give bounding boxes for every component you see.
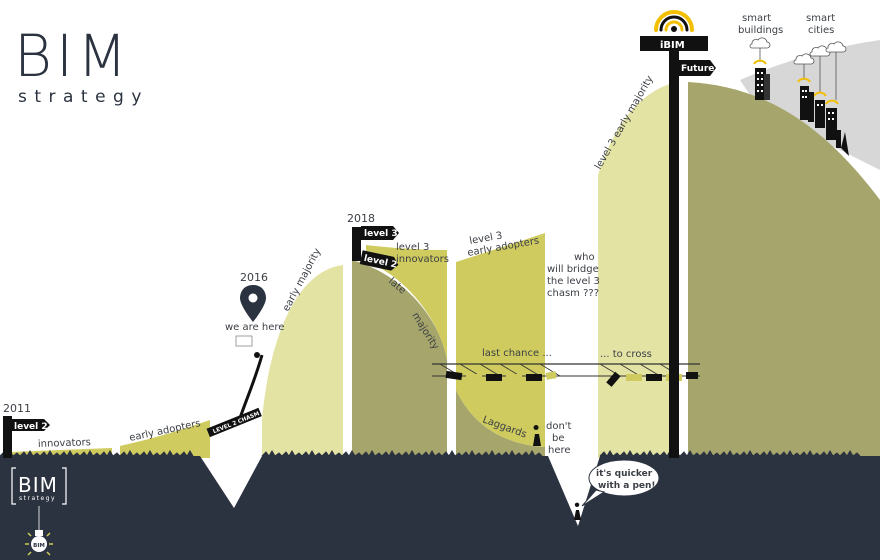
wifi-building-icon <box>753 59 767 65</box>
bulb-text: BIM <box>33 543 45 549</box>
adoption-curve <box>10 82 880 458</box>
segment-late-majority <box>352 260 447 458</box>
speech-bubble-tail <box>581 489 606 507</box>
small-flag <box>235 335 253 347</box>
who-line-4: chasm ??? <box>547 288 599 299</box>
who-line-1: who <box>574 252 595 263</box>
chasm-plank <box>206 407 262 438</box>
segment-laggards <box>456 390 545 458</box>
label-to-cross: ... to cross <box>600 349 652 360</box>
tower-1-b <box>764 74 770 100</box>
bim-logo: BIM strategy <box>14 22 149 107</box>
small-logo-bracket-left <box>11 467 16 505</box>
smart-cities: smart cities <box>793 13 849 156</box>
marker-2016: 2016 we are here <box>225 271 284 347</box>
year-2018: 2018 <box>347 212 375 225</box>
dont-be-here: don't be here <box>533 421 581 520</box>
ground <box>0 456 880 560</box>
sign-level3-2018-text: level 3 <box>364 229 398 239</box>
logo-title: BIM <box>14 22 131 90</box>
sign-future <box>679 60 716 76</box>
label-level3-innovators-1: level 3 <box>396 242 429 253</box>
tower-1 <box>755 68 766 100</box>
small-logo-title: BIM <box>18 473 58 497</box>
speech-bubble: it's quicker with a pen! <box>581 459 660 507</box>
post-2018: 2018 level 3 level 2 <box>347 212 399 271</box>
smart-buildings-line-1: smart <box>742 13 771 24</box>
dont-line-2: be <box>552 433 565 444</box>
sign-ibim <box>640 36 708 51</box>
cloud-icon-4 <box>825 41 847 53</box>
label-we-are-here: we are here <box>225 322 284 333</box>
sign-level2-2011-text: level 2 <box>14 422 48 432</box>
sign-level3-2018 <box>361 226 399 240</box>
city-skyline <box>800 86 849 156</box>
dont-line-3: here <box>548 445 571 456</box>
figure-drawing <box>533 425 541 446</box>
speech-line-1: it's quicker <box>596 469 653 479</box>
who-line-2: will bridge <box>547 264 599 275</box>
chasm-plank-text: LEVEL 2 CHASM <box>212 411 261 435</box>
cloud-icon <box>749 37 771 49</box>
label-level3-innovators-2: innovators <box>396 254 449 265</box>
grass-texture <box>0 450 861 457</box>
post-future: iBIM Future <box>640 10 716 458</box>
segment-level3-innovators <box>366 245 447 360</box>
rope-bridge: last chance ... ... to cross <box>432 348 700 387</box>
smart-buildings-line-2: buildings <box>738 25 783 36</box>
location-pin-icon <box>240 285 266 322</box>
segment-future <box>688 82 880 458</box>
small-logo-subtitle: strategy <box>19 495 56 502</box>
location-pin-hole <box>248 293 258 303</box>
sign-ibim-text: iBIM <box>660 40 685 51</box>
year-2016: 2016 <box>240 271 268 284</box>
chasm-1: LEVEL 2 CHASM <box>206 352 264 438</box>
segment-level3-early-adopters <box>456 233 545 447</box>
wifi-icon <box>654 10 694 32</box>
post-future-pole <box>669 36 679 458</box>
post-2011-pole <box>3 416 12 458</box>
small-bim-logo: BIM strategy BIM <box>11 467 67 556</box>
logo-subtitle: strategy <box>18 87 149 107</box>
dont-line-1: don't <box>546 421 572 432</box>
segment-early-adopters <box>120 420 210 458</box>
label-innovators: innovators <box>38 437 91 450</box>
climber-rope <box>238 354 264 419</box>
post-2011: 2011 level 2 <box>3 402 50 458</box>
sign-future-text: Future <box>681 64 714 74</box>
who-will-bridge: who will bridge the level 3 chasm ??? <box>547 252 600 299</box>
cloud-icon-2 <box>793 53 815 65</box>
smart-cities-line-2: cities <box>808 25 834 36</box>
speech-bubble-shape <box>588 459 660 497</box>
who-line-3: the level 3 <box>547 276 600 287</box>
speech-line-2: with a pen! <box>598 481 656 491</box>
small-logo-bracket-right <box>62 467 67 505</box>
smart-cities-line-1: smart <box>806 13 835 24</box>
figure-in-chasm <box>574 502 581 520</box>
wifi-city-icons <box>797 77 839 105</box>
post-2018-pole <box>352 227 361 261</box>
year-2011: 2011 <box>3 402 31 415</box>
climber <box>254 352 260 358</box>
lightbulb-icon: BIM <box>25 530 53 556</box>
sign-level2-2018 <box>359 250 399 271</box>
segment-early-majority <box>262 265 343 458</box>
sign-level2-2011 <box>12 419 50 431</box>
smart-buildings: smart buildings <box>738 13 783 100</box>
label-last-chance: last chance ... <box>482 348 552 359</box>
